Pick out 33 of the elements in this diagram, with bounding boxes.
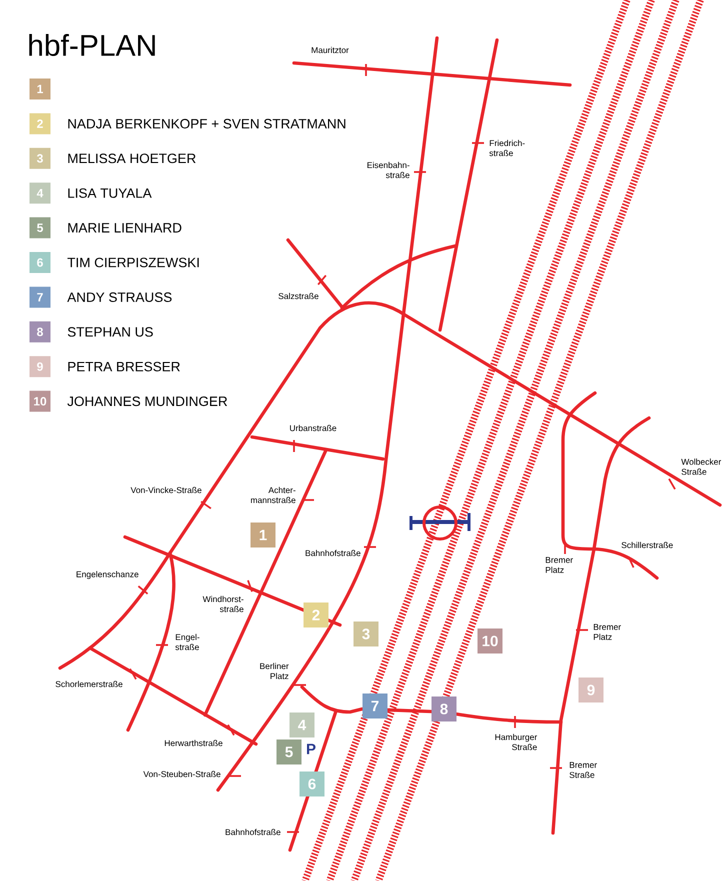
person-name: NADJA BERKENKOPF + SVEN STRATMANN [68, 118, 346, 128]
street-label: Berliner Platz [260, 662, 289, 680]
person-name: TIM CIERPISZEWSKI [68, 258, 199, 268]
street-label: Wolbecker Straße [681, 458, 722, 475]
street-label: Windhorst- straße [202, 596, 244, 612]
person-name: STEPHAN US [68, 327, 153, 337]
street-label: Schorlemerstraße [56, 680, 122, 688]
street-label: Bremer Platz [594, 624, 621, 640]
street-label: Bremer Platz [546, 557, 573, 573]
person-name: PETRA BRESSER [68, 362, 180, 372]
parking-sign: P [307, 744, 316, 754]
person-name: MARIE LIENHARD [68, 223, 182, 232]
street-label: Bahnhofstraße [306, 550, 360, 556]
street-label: Bahnhofstraße [226, 828, 280, 836]
street-label: Achter- mannstraße [251, 486, 296, 504]
street-label: Von-Vincke-Straße [130, 486, 202, 494]
person-name: ANDY STRAUSS [67, 292, 172, 302]
street-label: Salzstraße [278, 292, 318, 300]
street-label: Herwarthstraße [164, 740, 222, 746]
street-label: Bremer Straße [570, 762, 597, 778]
title: hbf-PLAN [29, 34, 155, 56]
street-label: Schillerstraße [622, 542, 673, 548]
street-label: Mauritztor [312, 46, 349, 54]
street-label: Urbanstraße [290, 424, 336, 432]
person-name: JOHANNES MUNDINGER [67, 396, 228, 406]
street-label: Von-Steuben-Straße [143, 770, 220, 778]
street-label: Friedrich- straße [489, 140, 525, 156]
street-label: Hamburger Straße [495, 734, 538, 750]
street-label: Eisenbahn- straße [368, 162, 410, 178]
street-label: Engelenschanze [76, 571, 138, 579]
street-label: Engel- straße [175, 634, 200, 650]
person-name: LISA TUYALA [68, 188, 152, 198]
person-name: MELISSA HOETGER [68, 154, 196, 164]
